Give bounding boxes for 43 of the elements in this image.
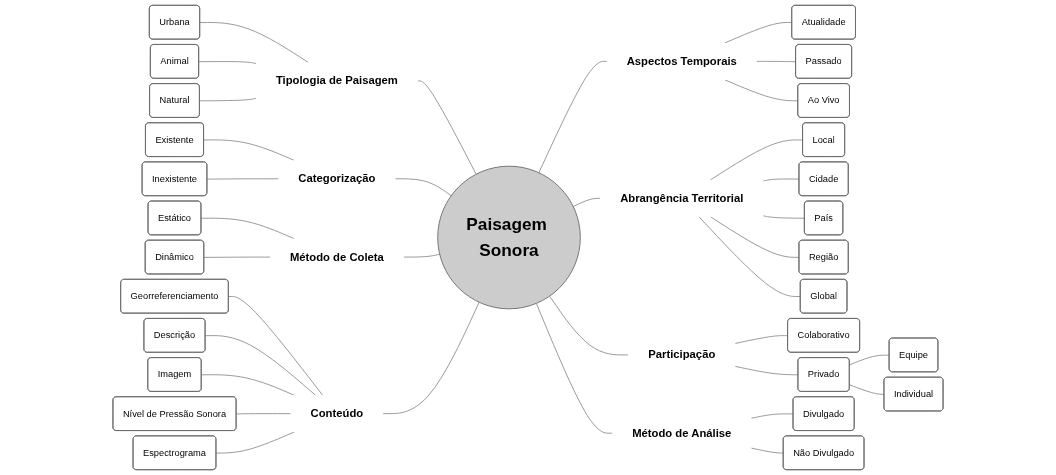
- connector: [403, 253, 441, 258]
- node-text: Abrangência Territorial: [620, 191, 744, 205]
- connector: [201, 374, 295, 396]
- connector: [750, 413, 794, 419]
- connector: [382, 301, 480, 415]
- connector: [535, 302, 613, 434]
- connector: [750, 447, 784, 454]
- connector: [205, 335, 316, 396]
- connector: [710, 139, 804, 181]
- node-text: Conteúdo: [310, 407, 364, 420]
- connector: [200, 217, 295, 240]
- connector: [199, 97, 257, 102]
- node-circle: Paisagem Sonora: [437, 165, 581, 310]
- connector: [538, 60, 608, 174]
- connector: [198, 61, 257, 64]
- connector: [734, 365, 799, 376]
- connector: [849, 384, 885, 395]
- connector: [756, 60, 797, 63]
- connector: [698, 216, 801, 297]
- node-text: Tipologia de Paisagem: [275, 74, 398, 88]
- node-text: Método de Análise: [632, 426, 732, 440]
- connector: [203, 256, 271, 258]
- connector: [203, 139, 295, 161]
- connector: [394, 178, 452, 197]
- node-text: Participação: [648, 348, 716, 362]
- node-text: Método de Coleta: [289, 250, 384, 264]
- connector: [762, 178, 800, 182]
- connector: [762, 215, 806, 219]
- connector: [572, 197, 601, 207]
- node-text: Categorização: [298, 172, 376, 185]
- connector: [236, 413, 292, 415]
- connector: [206, 178, 279, 180]
- connector: [549, 295, 629, 356]
- connector: [417, 80, 477, 175]
- connector: [199, 22, 309, 63]
- connector: [724, 79, 799, 102]
- connector: [228, 296, 324, 396]
- connector: [849, 354, 890, 366]
- node-text: Aspectos Temporais: [626, 54, 737, 68]
- connector: [710, 216, 800, 258]
- connector: [734, 335, 789, 344]
- connector: [724, 22, 793, 44]
- connector: [215, 431, 295, 454]
